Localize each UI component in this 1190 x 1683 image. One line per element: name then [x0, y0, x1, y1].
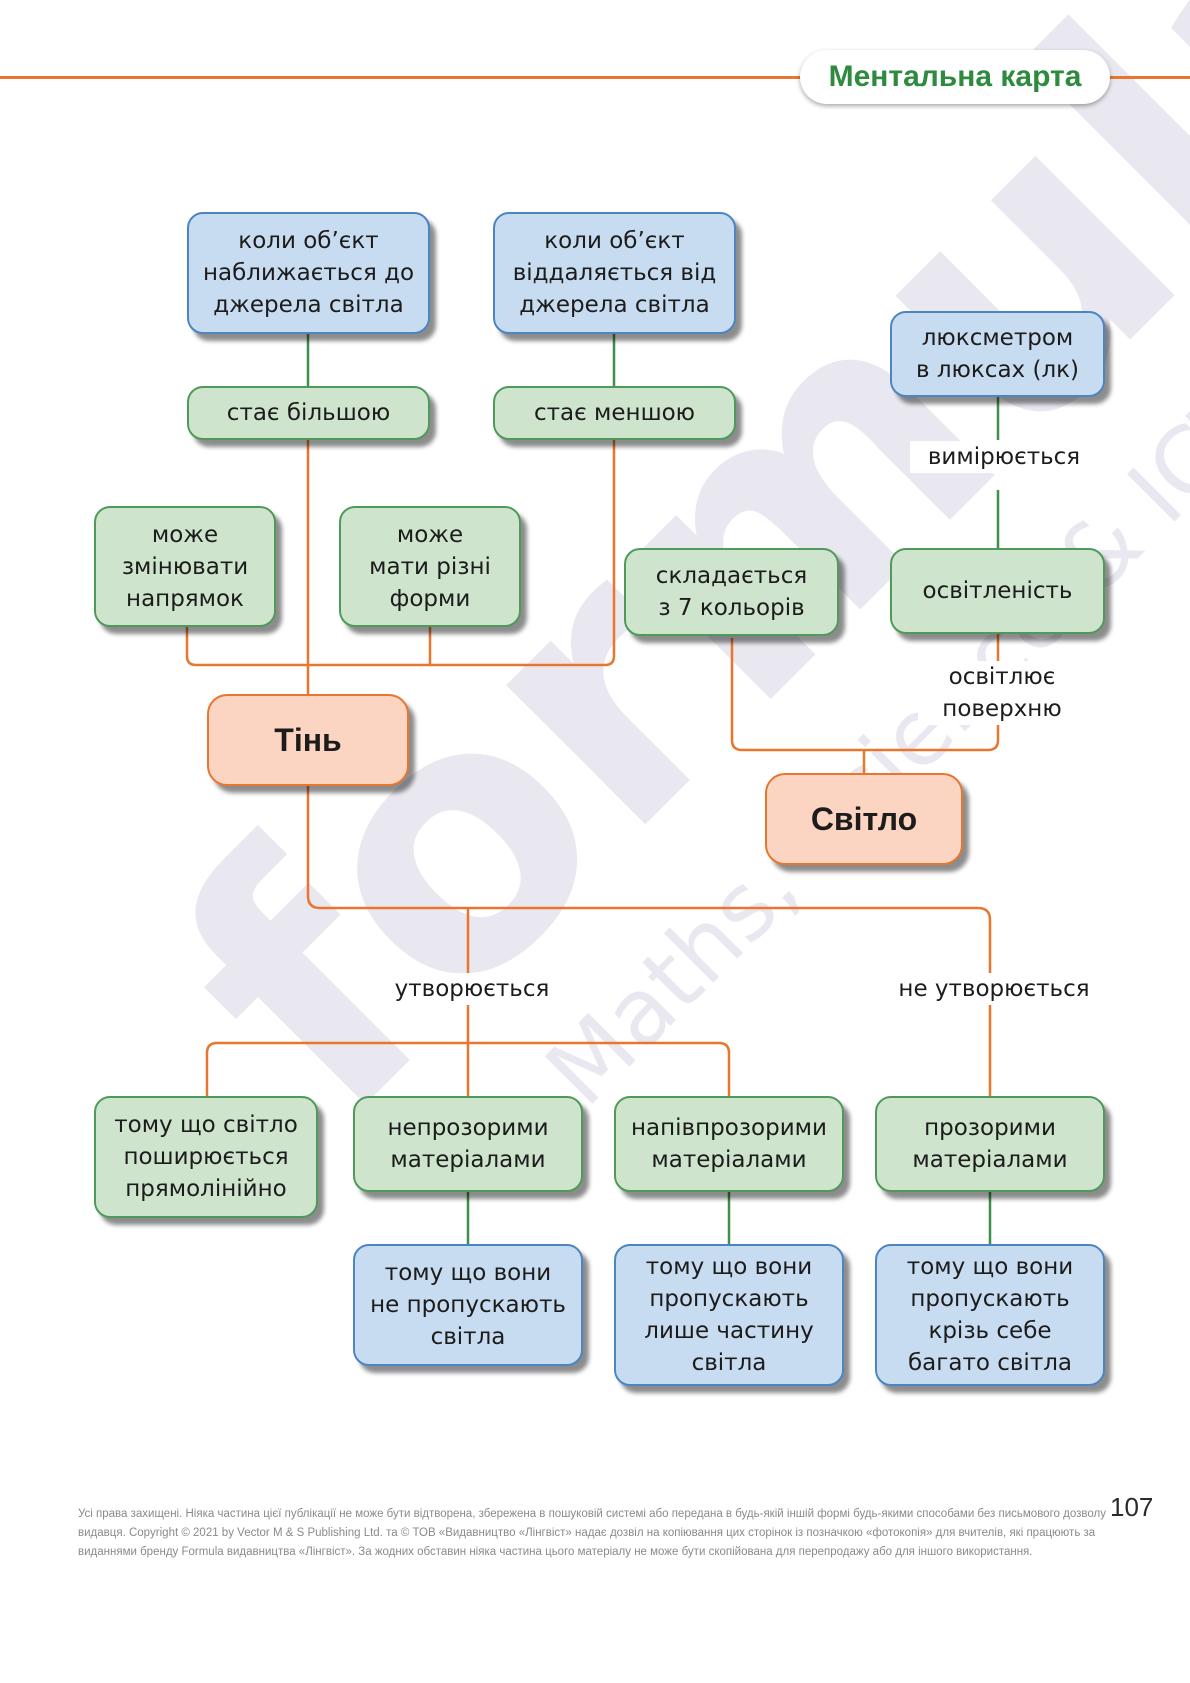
- node-transparent-reason: тому що вони пропускають крізь себе бага…: [875, 1244, 1105, 1386]
- node-transparent-materials: прозорими матеріалами: [875, 1096, 1105, 1192]
- node-shadow: Тінь: [207, 694, 409, 786]
- header-rule: [0, 76, 1190, 79]
- node-light-travels-straight: тому що світло поширюється прямолінійно: [94, 1096, 318, 1218]
- label-formed: утворюється: [378, 973, 566, 1005]
- node-becomes-bigger: стає більшою: [187, 386, 430, 440]
- connector-smaller-bus: [185, 438, 616, 667]
- node-object-approaches-source: коли об’єкт наближається до джерела світ…: [187, 212, 430, 334]
- page-number: 107: [1110, 1492, 1154, 1522]
- node-opaque-materials: непрозорими матеріалами: [353, 1096, 583, 1192]
- label-not-formed: не утворюється: [880, 973, 1108, 1005]
- label-illuminates-surface: освітлює поверхню: [918, 661, 1086, 725]
- node-light: Світло: [765, 773, 963, 865]
- node-can-have-forms: може мати різні форми: [339, 506, 521, 627]
- node-translucent-materials: напівпрозорими матеріалами: [614, 1096, 844, 1192]
- label-measured: вимірюється: [910, 441, 1098, 473]
- connector-formed-bus: [205, 1041, 731, 1096]
- node-seven-colors: складається з 7 кольорів: [624, 548, 839, 636]
- page-title: Ментальна карта: [800, 50, 1110, 104]
- node-illuminance: освітленість: [890, 548, 1105, 634]
- connector-shadow-formation: [306, 786, 992, 1096]
- copyright-notice: Усі права захищені. Ніяка частина цієї п…: [78, 1508, 1106, 1558]
- node-opaque-reason: тому що вони не пропускають світла: [353, 1244, 583, 1366]
- node-can-change-direction: може змінювати напрямок: [94, 506, 276, 627]
- node-luxmeter: люксметром в люксах (лк): [890, 311, 1105, 397]
- node-becomes-smaller: стає меншою: [493, 386, 736, 440]
- node-object-recedes-source: коли об’єкт віддаляється від джерела сві…: [493, 212, 736, 334]
- node-translucent-reason: тому що вони пропускають лише частину св…: [614, 1244, 844, 1386]
